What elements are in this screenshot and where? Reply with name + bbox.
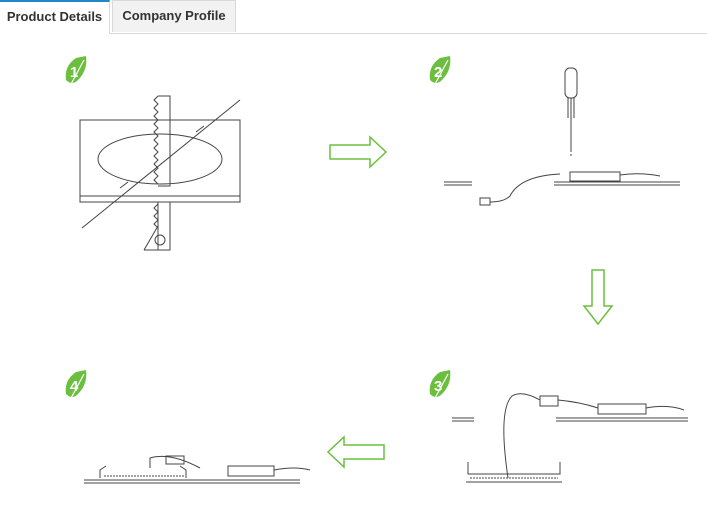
- arrow-right-icon: [329, 135, 388, 169]
- step-4-badge: 4: [65, 370, 87, 401]
- step-2-number: 2: [434, 64, 442, 81]
- tab-company-profile[interactable]: Company Profile: [112, 0, 236, 32]
- step-3-illustration: [452, 393, 688, 483]
- arrow-down-icon: [582, 269, 614, 326]
- tab-product-details[interactable]: Product Details: [0, 0, 110, 34]
- arrow-left-icon: [326, 435, 385, 469]
- step-2-illustration: [444, 67, 680, 206]
- step-1-illustration: [79, 95, 241, 251]
- step-1-number: 1: [70, 64, 78, 81]
- step-4-number: 4: [70, 378, 79, 395]
- step-2-badge: 2: [429, 56, 451, 87]
- step-4-illustration: [84, 455, 311, 484]
- step-3-number: 3: [434, 378, 442, 395]
- tab-bar: Product Details Company Profile: [0, 0, 707, 34]
- installation-diagram: 1 2: [65, 56, 688, 484]
- step-1-badge: 1: [65, 56, 87, 87]
- step-3-badge: 3: [429, 370, 451, 401]
